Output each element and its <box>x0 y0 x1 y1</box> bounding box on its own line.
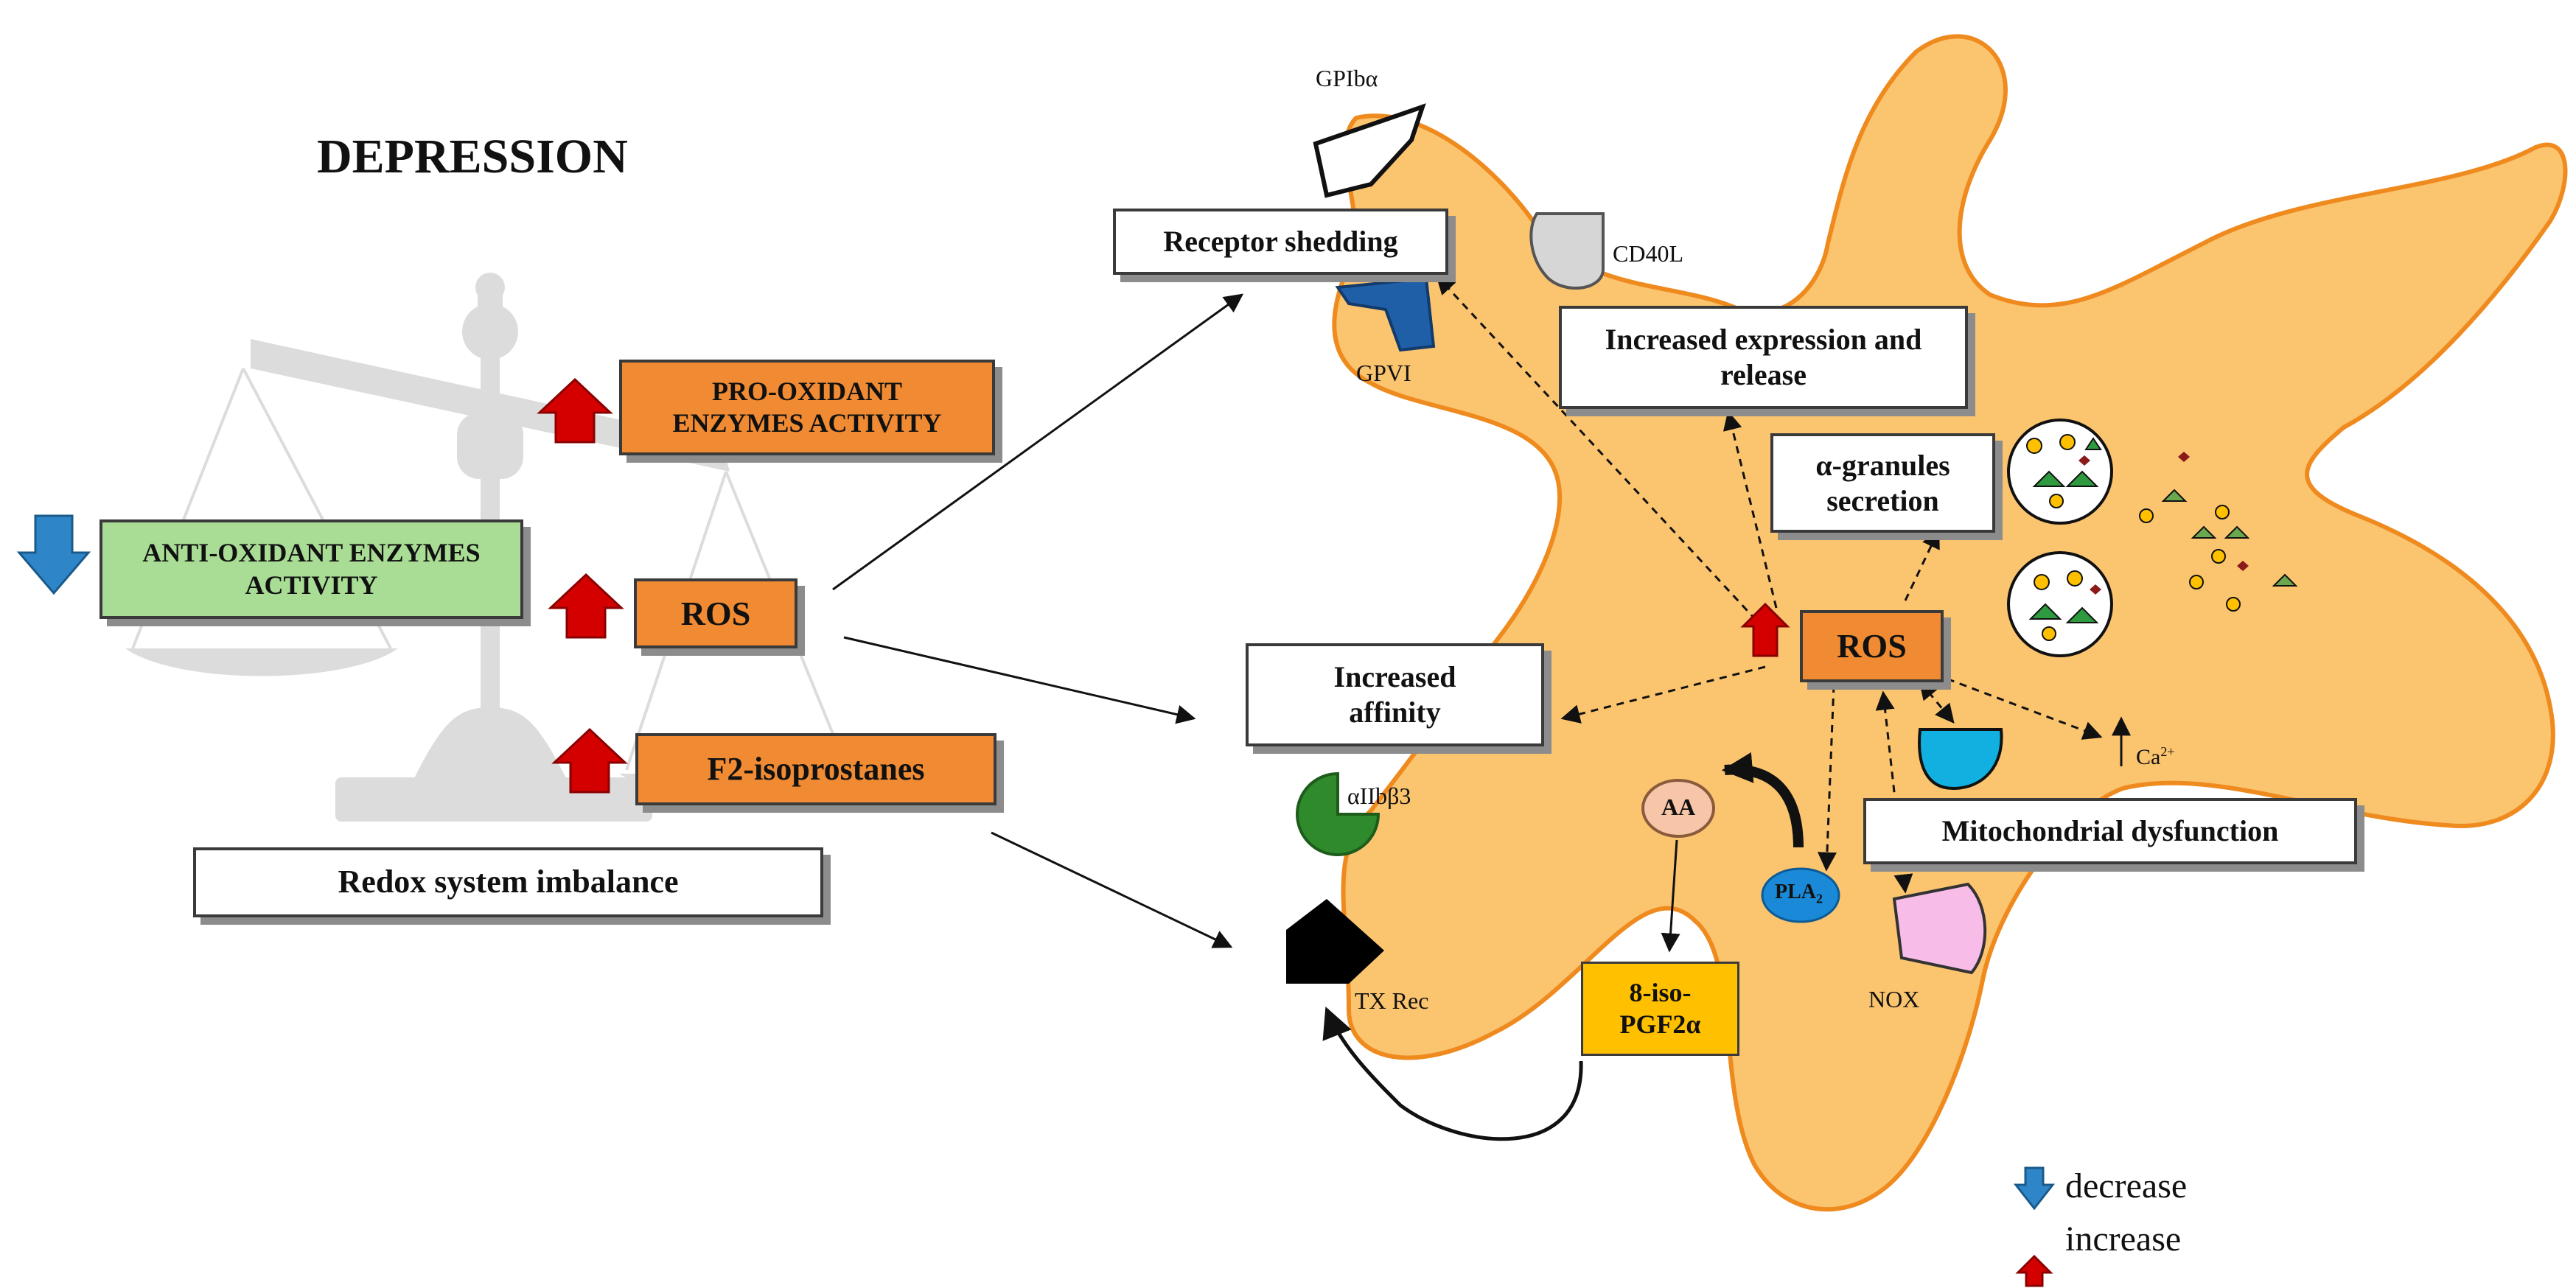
pla2-label: PLA2 <box>1775 881 1823 907</box>
aiib-receptor-icon <box>1296 771 1381 856</box>
nox-label: NOX <box>1868 986 1920 1012</box>
gpvi-receptor-icon <box>1335 276 1436 352</box>
cd40l-receptor-icon <box>1529 212 1605 290</box>
ca-label: Ca2+ <box>2136 744 2174 770</box>
legend-increase: increase <box>2065 1219 2182 1259</box>
left-ros-box: ROS <box>634 578 797 648</box>
platelet-cell <box>1332 34 2568 1212</box>
aa-ellipse <box>1641 779 1715 838</box>
granule-1-icon <box>2007 419 2113 525</box>
ros-nox-dashed <box>1875 690 1913 894</box>
ros-to-receptor-shedding-arrow <box>832 293 1244 591</box>
gpib-receptor-icon <box>1313 103 1426 198</box>
ros-to-affinity-dashed <box>1560 665 1766 724</box>
tx-receptor-icon <box>1286 899 1384 984</box>
ca-superscript: 2+ <box>2160 744 2175 759</box>
ros-to-affinity-arrow <box>843 636 1196 724</box>
aiib-label: αIIbβ3 <box>1347 783 1411 809</box>
f2-to-tx-arrow <box>991 831 1233 948</box>
pro-oxidant-box: PRO-OXIDANT ENZYMES ACTIVITY <box>619 360 995 455</box>
ros-to-shedding-dashed <box>1436 275 1767 631</box>
legend-decrease: decrease <box>2065 1166 2188 1205</box>
gpvi-label: GPVI <box>1356 360 1411 386</box>
pla2-text: PLA <box>1775 881 1816 903</box>
ca-text: Ca <box>2136 745 2161 769</box>
increased-expression-box: Increased expression and release <box>1559 306 1968 409</box>
ros-to-expression-dashed <box>1722 410 1778 609</box>
cd40l-label: CD40L <box>1613 240 1683 267</box>
cell-ros-box: ROS <box>1800 610 1944 682</box>
increase-arrow-icon <box>537 377 2053 1287</box>
pla2-ellipse <box>1761 867 1840 923</box>
diagram-title: DEPRESSION <box>317 130 628 183</box>
aa-label: AA <box>1661 794 1696 820</box>
pla2-to-aa-curve-arrow <box>1721 752 1804 848</box>
mito-receptor-icon <box>1918 728 2003 791</box>
tx-rec-label: TX Rec <box>1355 987 1429 1014</box>
anti-oxidant-box: ANTI-OXIDANT ENZYMES ACTIVITY <box>100 519 523 619</box>
ros-to-pla2-dashed <box>1817 685 1837 872</box>
released-granule-contents-icon <box>2139 452 2298 612</box>
iso-pgf2a-box: 8-iso-PGF2α <box>1581 962 1739 1056</box>
isopgf-to-tx-curve-arrow <box>1322 1007 1583 1141</box>
ros-mito-dashed <box>1919 679 1955 724</box>
ros-to-ca-dashed <box>1934 673 2103 740</box>
alpha-granules-box: α-granules secretion <box>1770 433 1995 533</box>
nox-receptor-icon <box>1892 882 1987 975</box>
receptor-shedding-box: Receptor shedding <box>1113 209 1448 275</box>
gpib-label: GPIbα <box>1316 65 1378 91</box>
f2-isoprostanes-box: F2-isoprostanes <box>635 733 996 805</box>
decrease-arrow-icon <box>16 514 2056 1211</box>
aa-to-isopgf-arrow <box>1661 839 1680 953</box>
pla2-subscript: 2 <box>1816 891 1823 906</box>
redox-imbalance-box: Redox system imbalance <box>193 847 823 917</box>
granule-2-icon <box>2007 551 2113 657</box>
mitochondrial-dysfunction-box: Mitochondrial dysfunction <box>1863 798 2357 864</box>
increased-affinity-box: Increased affinity <box>1246 643 1544 746</box>
